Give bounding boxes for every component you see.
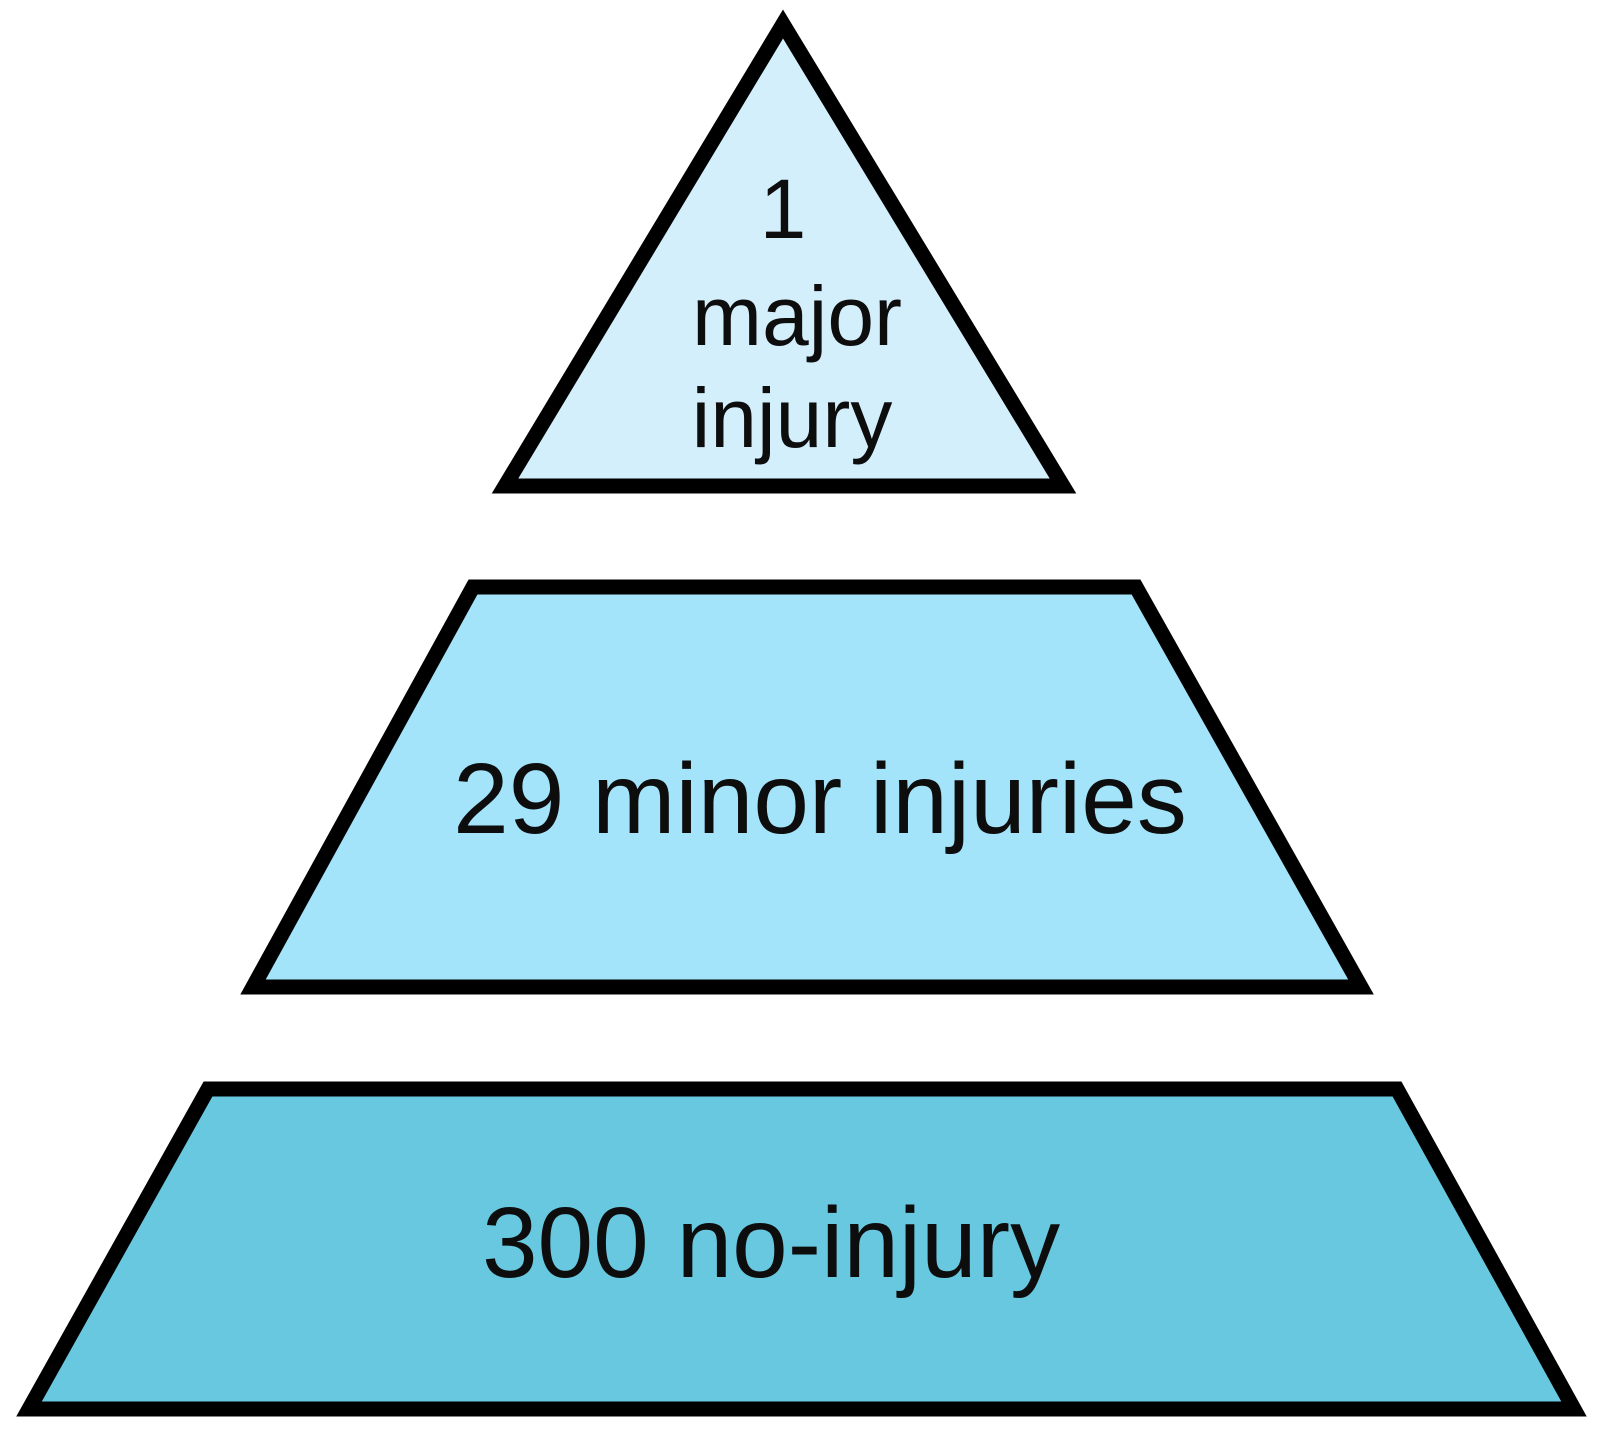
tier-no-injury-label: 300 no-injury bbox=[482, 1187, 1060, 1299]
tier-major-injury-shape[interactable] bbox=[491, 9, 1077, 494]
tier-minor-injuries-label: 29 minor injuries bbox=[453, 743, 1187, 855]
tier-major-injury-label-line-3: injury bbox=[692, 371, 893, 465]
tier-no-injury-shape[interactable] bbox=[16, 1081, 1587, 1417]
tier-major-injury-label-line-2: major bbox=[692, 269, 902, 363]
tier-minor-injuries-group[interactable]: 29 minor injuries bbox=[240, 579, 1374, 995]
tier-minor-injuries-shape[interactable] bbox=[240, 579, 1374, 995]
tier-no-injury-group[interactable]: 300 no-injury bbox=[16, 1081, 1587, 1417]
tier-major-injury-label-line-1: 1 bbox=[760, 162, 807, 256]
tier-major-injury-group[interactable]: 1 major injury bbox=[491, 9, 1077, 494]
